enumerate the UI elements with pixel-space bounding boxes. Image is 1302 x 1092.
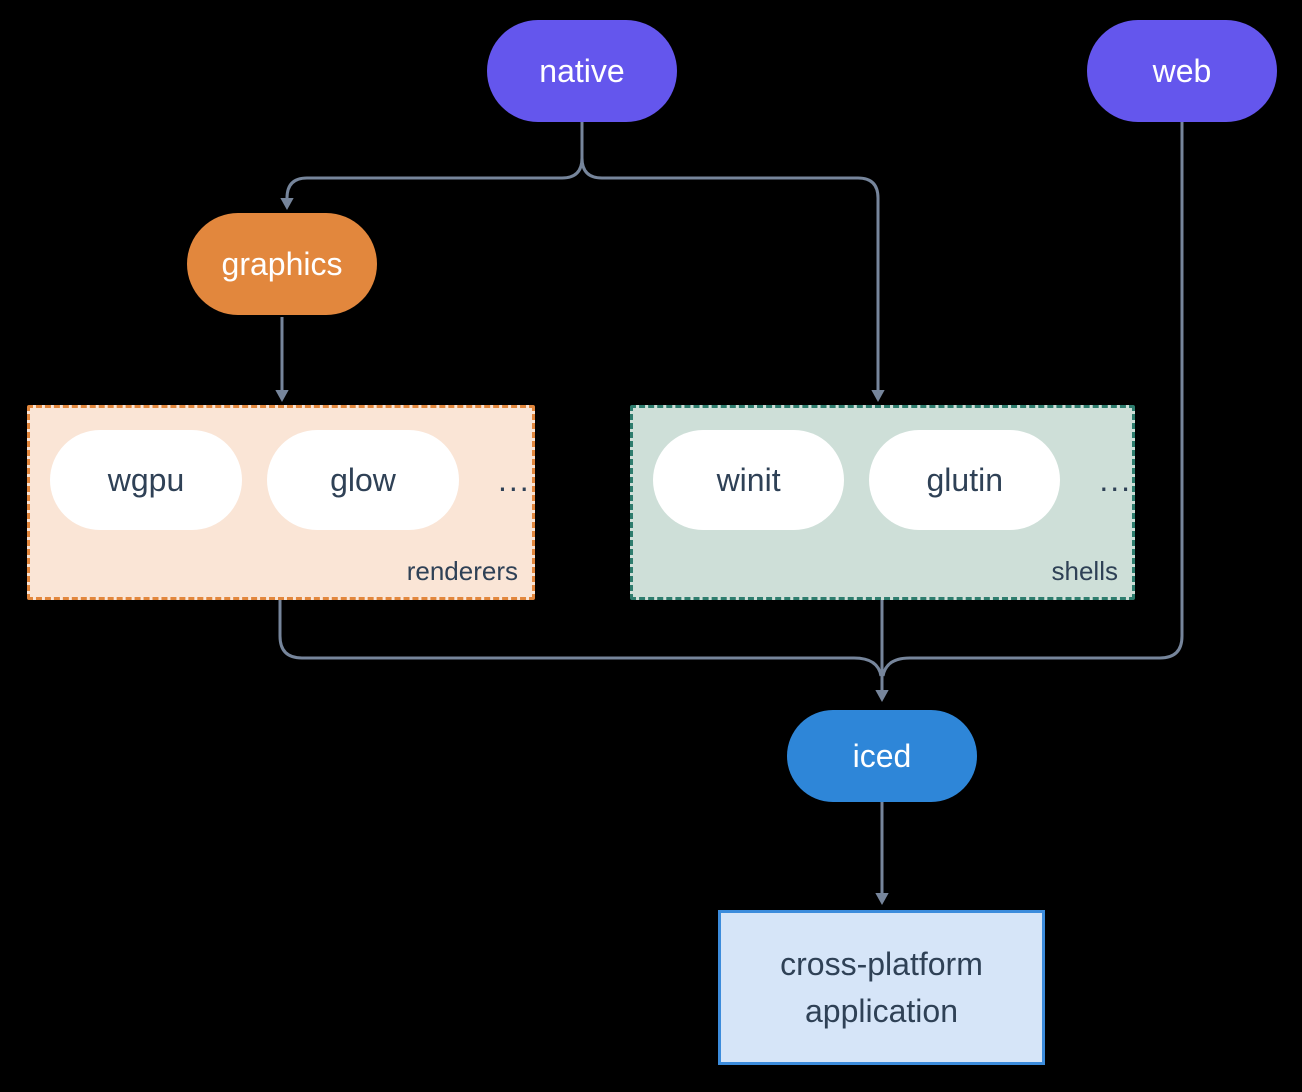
node-wgpu-label: wgpu	[107, 461, 185, 498]
group-shells: winit glutin ... shells	[630, 405, 1135, 600]
renderers-ellipsis: ...	[498, 461, 531, 498]
edge-native-to-graphics	[280, 122, 584, 210]
node-wgpu: wgpu	[50, 430, 242, 530]
node-winit-label: winit	[716, 461, 781, 498]
node-iced: iced	[787, 710, 977, 802]
node-native: native	[487, 20, 677, 122]
node-app-label: cross-platform application	[780, 946, 983, 1029]
node-graphics-label: graphics	[221, 245, 343, 282]
node-native-label: native	[539, 52, 625, 89]
group-renderers: wgpu glow ... renderers	[27, 405, 535, 600]
renderers-pill-row: wgpu glow ...	[30, 408, 532, 530]
shells-pill-row: winit glutin ...	[633, 408, 1132, 530]
edge-native-to-shells	[580, 122, 885, 402]
node-web-label: web	[1152, 52, 1212, 89]
node-glow-label: glow	[330, 461, 396, 498]
node-glow: glow	[267, 430, 459, 530]
shells-ellipsis: ...	[1099, 461, 1132, 498]
node-cross-platform-application: cross-platform application	[718, 910, 1045, 1065]
node-web: web	[1087, 20, 1277, 122]
edge-renderers-to-iced	[278, 600, 883, 677]
node-glutin: glutin	[869, 430, 1061, 530]
node-winit: winit	[653, 430, 845, 530]
renderers-group-label: renderers	[406, 556, 518, 586]
shells-group-label: shells	[1051, 556, 1118, 586]
node-iced-label: iced	[852, 737, 912, 774]
node-glutin-label: glutin	[926, 461, 1003, 498]
node-graphics: graphics	[187, 213, 377, 315]
